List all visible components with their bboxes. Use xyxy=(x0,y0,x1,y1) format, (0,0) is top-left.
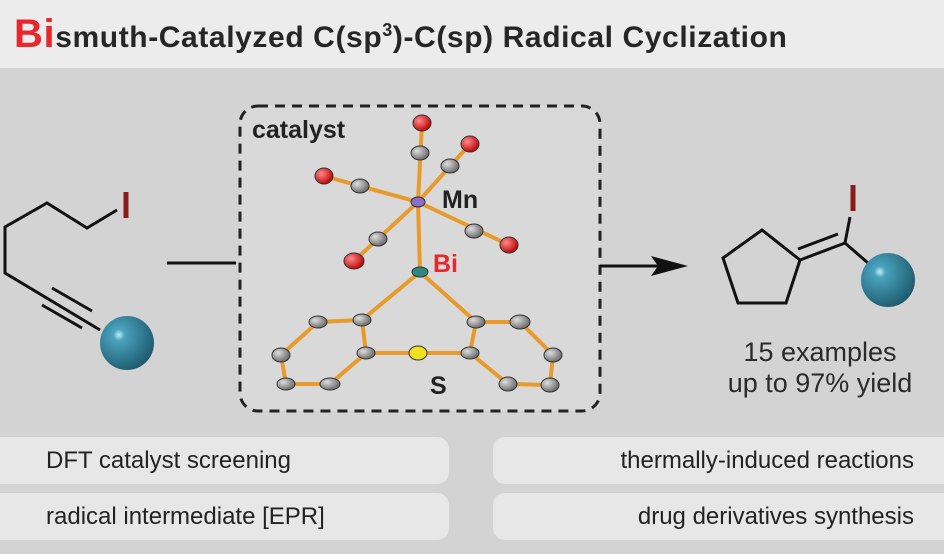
manganese-atom xyxy=(410,196,426,208)
manganese-label: Mn xyxy=(442,186,479,214)
feature-dft-screening: DFT catalyst screening xyxy=(0,437,449,484)
feature-radical-epr: radical intermediate [EPR] xyxy=(0,493,449,540)
result-summary: 15 examples up to 97% yield xyxy=(700,337,940,399)
title-highlight: Bi xyxy=(14,12,56,56)
bismuth-atom xyxy=(411,266,429,278)
reaction-scheme xyxy=(3,104,915,413)
page-title: Bismuth-Catalyzed C(sp3)-C(sp) Radical C… xyxy=(14,12,787,57)
feature-drug-derivatives: drug derivatives synthesis xyxy=(493,493,944,540)
bismuth-label: Bi xyxy=(433,250,458,278)
title-superscript: 3 xyxy=(382,20,393,40)
catalyst-label: catalyst xyxy=(252,116,346,144)
examples-count: 15 examples xyxy=(743,337,897,367)
max-yield: up to 97% yield xyxy=(727,368,913,398)
catalyst-structure xyxy=(271,114,563,393)
title-bar xyxy=(0,0,944,68)
substrate-molecule xyxy=(3,192,154,370)
title-text-end: )-C(sp) Radical Cyclization xyxy=(392,21,788,54)
feature-thermal-reactions: thermally-induced reactions xyxy=(493,437,944,484)
title-text: smuth-Catalyzed C(sp xyxy=(55,21,383,54)
sulfur-label: S xyxy=(430,372,447,400)
substituent-ball xyxy=(861,253,915,307)
substituent-ball xyxy=(100,316,154,370)
reaction-arrow xyxy=(600,256,688,276)
product-molecule xyxy=(721,185,915,307)
sulfur-atom xyxy=(408,345,428,361)
